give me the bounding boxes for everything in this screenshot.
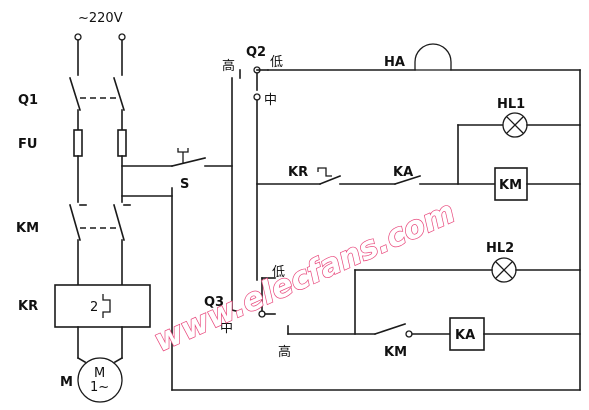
q3-low-label: 低 [272, 265, 285, 280]
ha-label: HA [384, 55, 405, 70]
supply-label: ~220V [78, 11, 123, 26]
s-label: S [180, 177, 189, 192]
terminal-left [74, 33, 82, 41]
motor-inner-symbol: 1~ [90, 380, 109, 395]
hl2-label: HL2 [486, 241, 514, 256]
control-circuit [121, 43, 581, 391]
hl1-label: HL1 [497, 97, 525, 112]
ka-coil-label: KA [455, 328, 475, 343]
power-circuit [54, 33, 151, 403]
km-contact-label: KM [16, 221, 39, 236]
fuse-right [117, 129, 127, 157]
s-switch-blade [171, 157, 206, 167]
q2-mid-contact [253, 93, 261, 101]
q2-low-label: 低 [270, 55, 283, 70]
q1-label: Q1 [18, 93, 38, 108]
terminal-right [118, 33, 126, 41]
s-pushbutton [177, 148, 189, 153]
ka-no-label: KA [393, 165, 413, 180]
km-no-contact [373, 322, 407, 336]
q3-label: Q3 [204, 295, 224, 310]
q2-high-label: 高 [222, 58, 235, 74]
km-main-contact-right [113, 204, 125, 241]
fu-label: FU [18, 137, 37, 152]
ka-coil [449, 317, 485, 351]
ka-no-contact [393, 174, 422, 186]
fuse-left [73, 129, 83, 157]
km-main-contact-left [69, 204, 81, 241]
kr-nc-label: KR [288, 165, 308, 180]
q3-mid-label: 中 [220, 321, 233, 336]
motor-label: M [60, 375, 73, 390]
km-coil-label: KM [499, 178, 522, 193]
motor-inner-m: M [94, 366, 105, 381]
kr-nc-contact [318, 174, 342, 186]
kr-heater-symbol [102, 294, 111, 318]
ha-buzzer [414, 43, 452, 71]
q2-mid-label: 中 [264, 93, 277, 108]
q2-label: Q2 [246, 45, 266, 60]
q1-blade-right [112, 76, 126, 112]
kr-thermal-relay [54, 284, 151, 328]
q1-blade-left [68, 76, 82, 112]
kr-label: KR [18, 299, 38, 314]
motor [77, 357, 123, 403]
km-no-label: KM [384, 345, 407, 360]
kr-number-label: 2 [90, 300, 98, 315]
q3-high-label: 高 [278, 344, 291, 360]
